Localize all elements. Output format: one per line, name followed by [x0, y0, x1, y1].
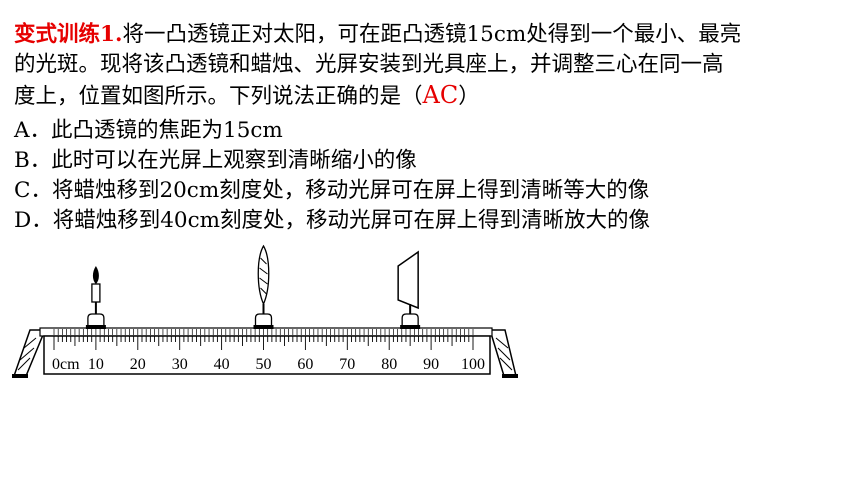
question-line-3: 度上，位置如图所示。下列说法正确的是（ [14, 84, 423, 109]
ruler-label: 40 [214, 356, 230, 373]
option-c: C．将蜡烛移到20cm刻度处，移动光屏可在屏上得到清晰等大的像 [14, 178, 650, 203]
option-a: A．此凸透镜的焦距为15cm [14, 118, 283, 143]
ruler-ticks [53, 336, 474, 350]
bench-rail [39, 327, 493, 337]
option-b: B．此时可以在光屏上观察到清晰缩小的像 [14, 148, 417, 173]
ruler-label: 100 [461, 356, 485, 373]
answer-text: AC [422, 81, 459, 109]
right-bench-leg [488, 329, 518, 378]
left-bench-leg [12, 329, 47, 378]
convex-lens [253, 244, 274, 329]
ruler-label: 90 [423, 356, 439, 373]
question-line-1: 将一凸透镜正对太阳，可在距凸透镜15cm处得到一个最小、最亮 [122, 22, 742, 47]
option-d: D．将蜡烛移到40cm刻度处，移动光屏可在屏上得到清晰放大的像 [14, 208, 651, 233]
question-text: 变式训练1.将一凸透镜正对太阳，可在距凸透镜15cm处得到一个最小、最亮 的光斑… [14, 20, 850, 112]
question-title: 变式训练1. [14, 22, 123, 47]
ruler-label: 10 [88, 356, 104, 373]
question-line-3-end: ） [458, 84, 480, 109]
ruler-label: 0cm [52, 356, 80, 373]
ruler-label: 80 [381, 356, 397, 373]
optical-bench-figure: 0cm 10 20 30 40 50 60 70 80 90 100 [12, 244, 518, 378]
light-screen [397, 250, 421, 329]
ruler-label: 50 [256, 356, 272, 373]
ruler-label: 20 [130, 356, 146, 373]
candle [85, 266, 106, 329]
ruler-label: 60 [297, 356, 313, 373]
ruler-labels: 0cm 10 20 30 40 50 60 70 80 90 100 [52, 356, 485, 373]
ruler-label: 30 [172, 356, 188, 373]
ruler-scale [43, 335, 491, 375]
question-line-2: 的光斑。现将该凸透镜和蜡烛、光屏安装到光具座上，并调整三心在同一高 [14, 52, 724, 77]
rail-ticks [53, 329, 474, 335]
ruler-label: 70 [339, 356, 355, 373]
